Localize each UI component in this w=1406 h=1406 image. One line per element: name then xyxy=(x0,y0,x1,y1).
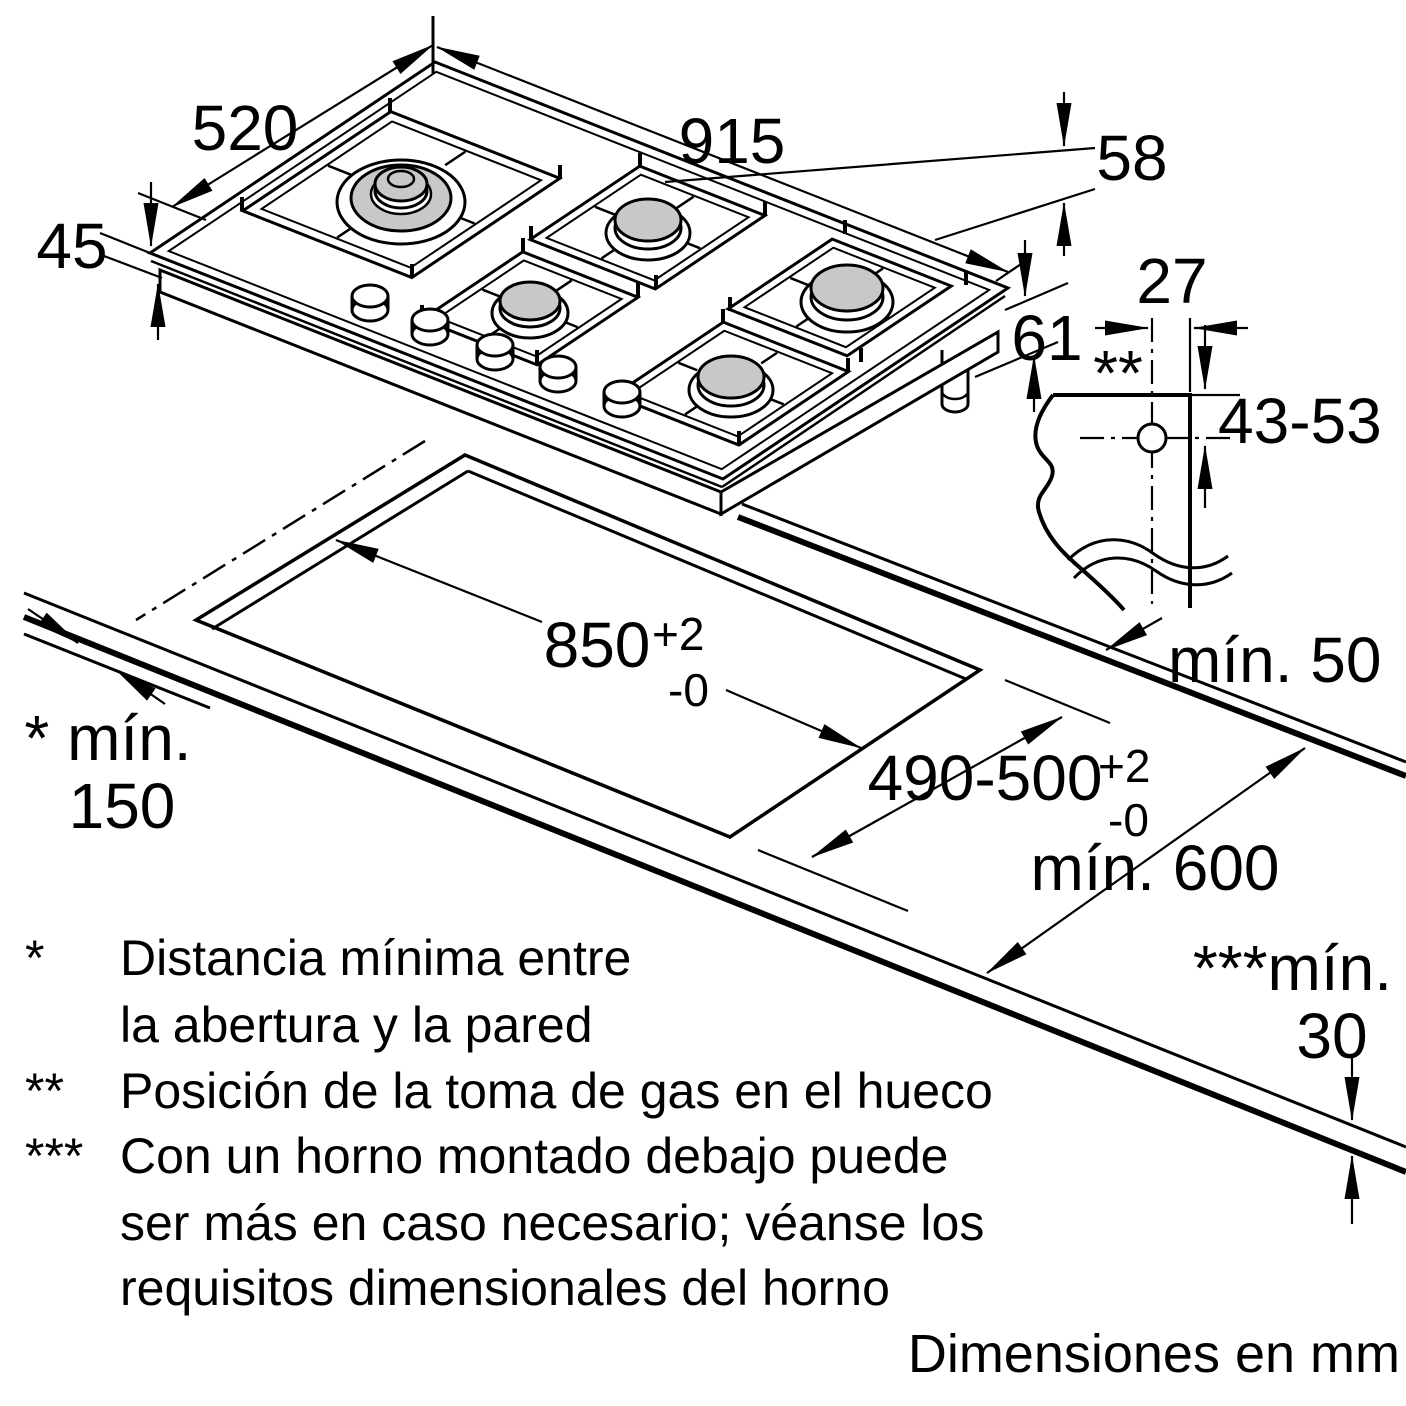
dim-58-ext-bottom xyxy=(934,187,1096,242)
grate-front-right xyxy=(614,322,849,445)
gas-pipe xyxy=(940,350,970,414)
units-note: Dimensiones en mm xyxy=(908,1324,1400,1384)
hob-width-label: 915 xyxy=(679,105,786,177)
cutout-inner-edge-right xyxy=(467,469,967,681)
wall-clearance-value: 150 xyxy=(69,770,176,842)
dim-61-ext-top xyxy=(1004,281,1069,312)
gas-offset-label: 27 xyxy=(1136,245,1207,317)
dim-490-line xyxy=(811,716,1063,858)
cutout-depth-label: 490-500 xyxy=(868,742,1103,814)
burner-front-center xyxy=(490,280,570,340)
dim-61-ext-bottom xyxy=(974,340,1059,379)
hob-glass-edge-left xyxy=(150,259,723,489)
worktop-front-edge-bottom xyxy=(22,614,1406,1175)
burner-back-right xyxy=(799,263,895,334)
dim-45-ext-top xyxy=(99,231,151,255)
gas-depth-label: 43-53 xyxy=(1218,385,1382,457)
dim-850-line-left xyxy=(335,538,543,624)
control-knobs xyxy=(350,283,642,419)
hidden-projection-line xyxy=(135,439,426,622)
cutout-width-tol-minus: -0 xyxy=(668,664,709,716)
footnote-3-line-2: ser más en caso necesario; véanse los xyxy=(120,1195,984,1251)
gas-connection-detail: 27 ** 43-53 xyxy=(1033,245,1382,612)
cutout-dimensions: 850 +2 -0 490-500 +2 -0 mín. 600 * mín. … xyxy=(24,538,1392,1224)
dim-490-ext-bottom xyxy=(757,848,909,913)
footnote-2-line-1: Posición de la toma de gas en el hueco xyxy=(120,1063,993,1119)
burner-front-right xyxy=(687,354,775,419)
footnotes: * Distancia mínima entre la abertura y l… xyxy=(25,930,993,1316)
dim-520-tick xyxy=(137,191,207,222)
hob-base-front-right xyxy=(719,329,1000,517)
hob-dimensions: 520 915 45 58 61 xyxy=(36,16,1168,412)
dim-50-arrow xyxy=(1105,617,1163,651)
knob xyxy=(475,332,515,372)
worktop-back-edge-bottom xyxy=(736,514,1406,779)
dim-490-ext-top xyxy=(1004,678,1111,725)
knob xyxy=(410,307,450,347)
hob-height-label: 45 xyxy=(36,210,107,282)
knob xyxy=(538,354,578,394)
hob-glass-edge-right xyxy=(721,294,1006,489)
worktop xyxy=(22,439,1406,1175)
cutout-depth-tol-plus: +2 xyxy=(1098,740,1150,792)
detail-worktop-edge xyxy=(1033,393,1126,612)
dim-150-arrow-lower xyxy=(115,669,166,705)
footnote-2-marker: ** xyxy=(25,1063,64,1119)
dim-58-ext-top xyxy=(664,146,1096,184)
cutout-width-label: 850 xyxy=(544,609,651,681)
wall-clearance-label: * mín. xyxy=(24,702,191,774)
dim-915-tick xyxy=(995,261,1025,282)
burner-wok xyxy=(335,158,467,246)
detail-outline xyxy=(1053,393,1192,608)
dim-520-line xyxy=(171,44,434,208)
cutout-width-tol-plus: +2 xyxy=(652,608,704,660)
gas-tap-hole xyxy=(1136,422,1168,454)
footnote-1-line-2: la abertura y la pared xyxy=(120,997,593,1053)
detail-break-line-1 xyxy=(1066,538,1229,570)
detail-break-line-2 xyxy=(1072,556,1233,587)
hob-depth-label: 520 xyxy=(192,92,299,164)
cutout-opening xyxy=(192,453,984,839)
worktop-front-edge-top xyxy=(23,591,1406,1149)
dim-915-line xyxy=(436,45,1009,274)
footnote-3-line-1: Con un horno montado debajo puede xyxy=(120,1128,948,1184)
dim-45-ext-bottom xyxy=(103,254,163,280)
dim-600-line xyxy=(986,747,1306,974)
grate-height-label: 58 xyxy=(1096,122,1167,194)
thickness-value: 30 xyxy=(1296,1000,1367,1072)
worktop-depth-label: mín. 600 xyxy=(1030,832,1279,904)
pipe-length-label: 61 xyxy=(1011,302,1082,374)
dim-150-arrow-upper xyxy=(27,608,79,644)
footnote-3-marker: *** xyxy=(25,1128,83,1184)
knob xyxy=(350,283,390,323)
footnote-3-line-3: requisitos dimensionales del horno xyxy=(120,1260,890,1316)
footnote-1-line-1: Distancia mínima entre xyxy=(120,930,631,986)
gas-position-marker: ** xyxy=(1093,337,1143,409)
footnote-1-marker: * xyxy=(25,930,44,986)
edge-clearance-label: mín. 50 xyxy=(1168,624,1381,696)
knob xyxy=(602,379,642,419)
thickness-label: ***mín. xyxy=(1193,932,1392,1004)
burner-back-center xyxy=(604,197,692,262)
worktop-back-edge-top xyxy=(741,502,1406,764)
